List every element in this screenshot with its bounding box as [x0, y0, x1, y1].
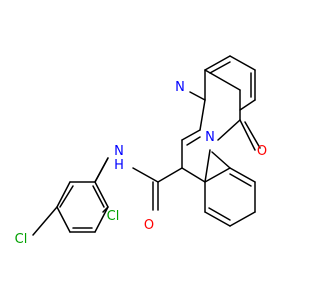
- amide-oxygen-label: O: [144, 218, 154, 233]
- lower-benzo-3: [229, 211, 256, 227]
- phenyl-double-1: [59, 185, 74, 208]
- amide-c-ring-bond: [157, 167, 183, 183]
- para-chlorine-label: Cl: [15, 232, 28, 247]
- core-bond-2: [181, 129, 201, 141]
- upper-benzo-5: [239, 99, 256, 111]
- lower-benzo-double-2: [229, 173, 252, 187]
- bond-layer: [32, 55, 261, 236]
- phenyl-cl-ortho-bond: [102, 206, 109, 213]
- phenyl-bond-7: [94, 181, 109, 208]
- lower-benzo-2: [204, 211, 231, 227]
- quin-co-bond: [239, 119, 256, 151]
- upper-benzo-2: [204, 55, 231, 71]
- amide-hydrogen-label: H: [114, 158, 124, 173]
- upper-benzo-double-1: [209, 61, 231, 74]
- ring-imine-nitrogen-label: N: [175, 80, 185, 95]
- amide-n-c-bond: [132, 167, 159, 183]
- upper-benzo-3: [229, 55, 256, 71]
- ortho-chlorine-label: Cl: [107, 209, 120, 224]
- ring-bridge-nitrogen-label: N: [205, 130, 215, 145]
- quin-co-double: [244, 121, 261, 149]
- quin-bond-2: [189, 91, 206, 101]
- amide-nitrogen-label: N: [114, 144, 124, 159]
- phenyl-bond-3: [56, 181, 71, 208]
- quin-bond-1: [199, 99, 206, 131]
- core-double-1: [186, 136, 201, 146]
- quin-bond-3: [217, 119, 241, 141]
- phenyl-bond-4: [56, 206, 71, 233]
- lower-benzo-double-1: [208, 207, 231, 221]
- core-bond-3: [181, 167, 206, 183]
- lower-benzo-6: [204, 167, 231, 183]
- core-bond-4: [204, 149, 211, 183]
- atom-label-layer: N H O O N N Cl Cl: [15, 80, 267, 247]
- phenyl-n-bond: [94, 157, 109, 183]
- structure-canvas: N H O O N N Cl Cl: [14, 55, 268, 247]
- phenyl-bond-6: [94, 206, 109, 233]
- phenyl-double-3: [92, 185, 105, 208]
- ketone-oxygen-label: O: [257, 144, 267, 159]
- lower-benzo-n-bond: [211, 151, 231, 169]
- phenyl-cl-para-bond: [32, 206, 58, 236]
- lower-benzo-5: [229, 167, 256, 183]
- molecule-drawing: N H O O N N Cl Cl: [15, 55, 267, 247]
